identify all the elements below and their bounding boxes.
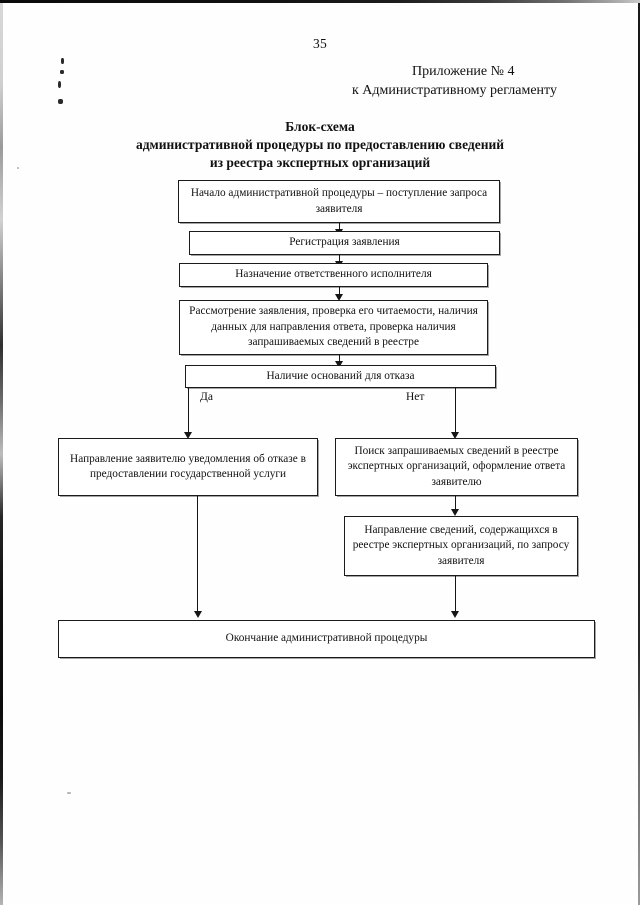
page-number: 35 bbox=[313, 36, 327, 51]
connector-assignment-to-review bbox=[339, 287, 341, 296]
scan-edge-left-artifact bbox=[0, 3, 3, 905]
arrow-search-to-send-info bbox=[451, 509, 459, 516]
flow-node-refusal-label: Направление заявителю уведомления об отк… bbox=[70, 452, 306, 481]
scan-edge-top-artifact bbox=[0, 0, 640, 3]
page-title: Блок-схема административной процедуры по… bbox=[40, 118, 600, 172]
flow-node-start: Начало административной процедуры – пост… bbox=[178, 180, 500, 223]
connector-decision-to-search bbox=[455, 388, 457, 436]
scan-speck bbox=[61, 58, 64, 64]
flow-node-registration-label: Регистрация заявления bbox=[289, 236, 400, 249]
scan-speck bbox=[60, 70, 64, 74]
flow-node-start-label: Начало административной процедуры – пост… bbox=[190, 187, 488, 215]
flow-node-end-label: Окончание административной процедуры bbox=[225, 632, 428, 645]
flow-node-registration: Регистрация заявления bbox=[189, 231, 500, 255]
connector-send-info-to-end bbox=[455, 576, 457, 613]
connector-search-to-send-info bbox=[455, 496, 457, 510]
flow-node-assignment: Назначение ответственного исполнителя bbox=[179, 263, 488, 287]
scan-edge-right-artifact bbox=[638, 3, 640, 905]
arrow-decision-to-refusal bbox=[184, 432, 192, 439]
flow-node-end: Окончание административной процедуры bbox=[58, 620, 595, 658]
title-line-1: Блок-схема bbox=[285, 119, 355, 134]
flow-node-review: Рассмотрение заявления, проверка его чит… bbox=[179, 300, 488, 355]
arrow-send-info-to-end bbox=[451, 611, 459, 618]
connector-registration-to-assignment bbox=[339, 255, 341, 263]
flow-node-search: Поиск запрашиваемых сведений в реестре э… bbox=[335, 438, 578, 496]
arrow-assignment-to-review bbox=[335, 294, 343, 301]
connector-refusal-to-end bbox=[197, 496, 199, 613]
scan-speck bbox=[58, 99, 63, 104]
arrow-refusal-to-end bbox=[193, 611, 202, 618]
flow-node-send-info-label: Направление сведений, содержащихся в рее… bbox=[352, 523, 570, 567]
flow-node-assignment-label: Назначение ответственного исполнителя bbox=[235, 268, 432, 281]
flow-node-search-label: Поиск запрашиваемых сведений в реестре э… bbox=[347, 444, 566, 488]
flow-node-decision: Наличие оснований для отказа bbox=[185, 365, 496, 388]
connector-decision-to-refusal bbox=[187, 388, 189, 436]
appendix-regulation-reference: к Административному регламенту bbox=[352, 83, 557, 98]
branch-label-yes: Да bbox=[200, 391, 213, 403]
flow-node-send-info: Направление сведений, содержащихся в рее… bbox=[344, 516, 578, 576]
connector-start-to-registration bbox=[339, 223, 341, 231]
title-line-3: из реестра экспертных организаций bbox=[209, 155, 431, 170]
scan-speck bbox=[58, 81, 61, 88]
appendix-reference: Приложение № 4 к Административному регла… bbox=[300, 62, 600, 100]
appendix-number: Приложение № 4 bbox=[412, 64, 515, 79]
arrow-decision-to-search bbox=[451, 432, 459, 439]
scan-speck bbox=[17, 167, 19, 169]
scan-speck bbox=[67, 792, 71, 794]
flow-node-review-label: Рассмотрение заявления, проверка его чит… bbox=[189, 305, 478, 349]
branch-label-no: Нет bbox=[406, 391, 425, 403]
flow-node-refusal: Направление заявителю уведомления об отк… bbox=[58, 438, 318, 496]
flow-node-decision-label: Наличие оснований для отказа bbox=[266, 369, 415, 382]
arrow-review-to-decision bbox=[335, 361, 343, 368]
title-line-2: административной процедуры по предоставл… bbox=[135, 137, 505, 152]
connector-review-to-decision bbox=[339, 355, 341, 363]
